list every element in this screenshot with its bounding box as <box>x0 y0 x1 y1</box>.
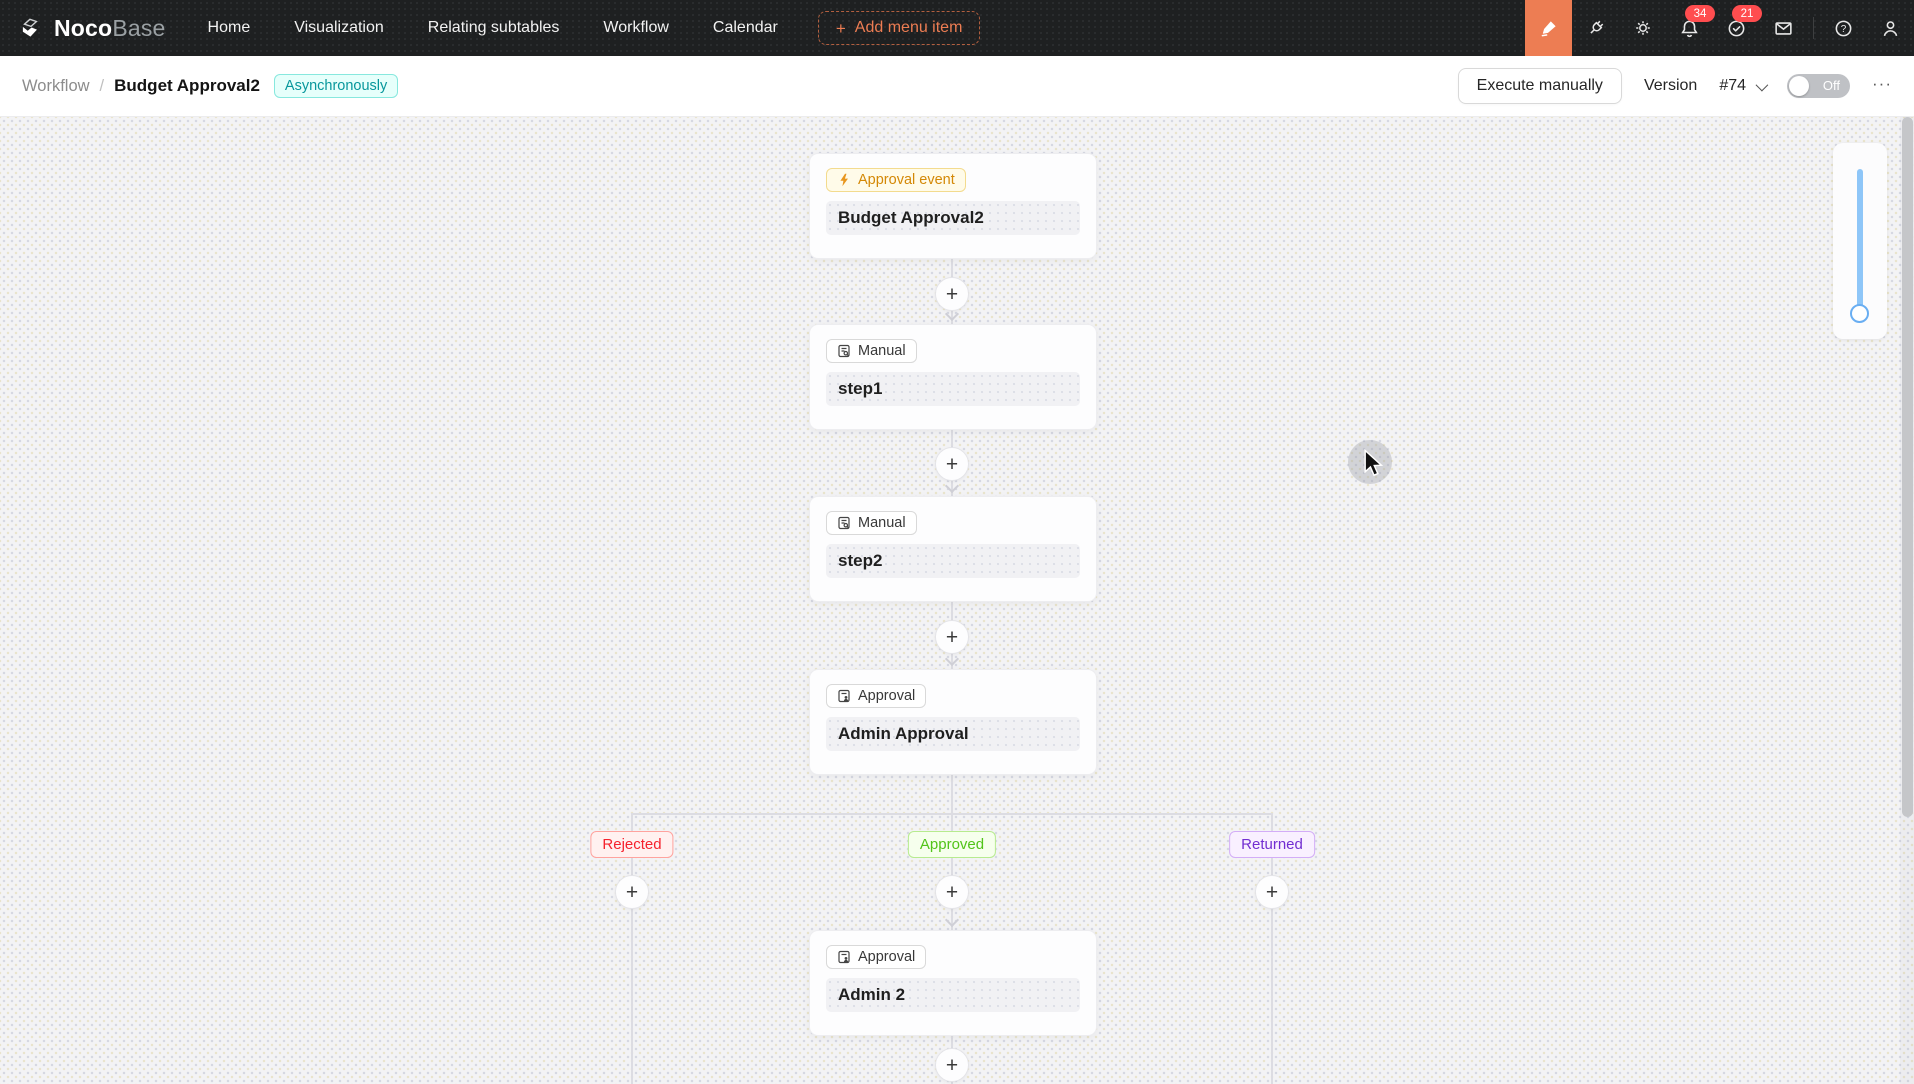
bell-icon <box>1681 20 1698 37</box>
tasks-badge: 21 <box>1732 5 1762 22</box>
logo-text: NocoBase <box>54 14 166 41</box>
notifications-badge: 34 <box>1685 5 1715 22</box>
add-node-button[interactable]: + <box>935 620 969 654</box>
settings-button[interactable] <box>1619 0 1666 56</box>
ui-editor-button[interactable] <box>1525 0 1572 56</box>
add-node-button[interactable]: + <box>935 277 969 311</box>
toggle-knob <box>1789 76 1810 96</box>
vertical-scrollbar-track <box>1900 117 1914 1084</box>
tasks-button[interactable]: 21 <box>1713 0 1762 56</box>
nav-item-visualization[interactable]: Visualization <box>294 19 384 36</box>
node-type-label: Approval <box>858 949 916 965</box>
branch-tag-approved: Approved <box>907 831 997 858</box>
add-node-button[interactable]: + <box>935 1048 969 1082</box>
version-select[interactable]: #74 <box>1719 77 1769 95</box>
approval-icon <box>838 689 850 703</box>
gear-icon <box>1635 21 1650 35</box>
notifications-button[interactable]: 34 <box>1666 0 1715 56</box>
approval-icon <box>838 950 850 964</box>
branch-line-rejected <box>631 813 633 1084</box>
manual-form-icon <box>838 516 850 530</box>
branch-line-approved <box>951 813 953 931</box>
question-circle-icon: ? <box>1835 20 1852 36</box>
page-title: Budget Approval2 <box>114 76 260 95</box>
breadcrumb-separator: / <box>99 76 105 95</box>
zoom-slider-handle[interactable] <box>1850 304 1869 323</box>
node-title: Admin 2 <box>826 978 1080 1012</box>
node-title: Budget Approval2 <box>826 201 1080 235</box>
top-navbar: NocoBase Home Visualization Relating sub… <box>0 0 1914 56</box>
navbar-divider <box>1813 17 1814 39</box>
svg-text:?: ? <box>1841 23 1847 34</box>
nocobase-logo-icon <box>22 18 38 37</box>
manual-form-icon <box>838 344 850 358</box>
arrow-down-icon <box>944 912 960 928</box>
add-node-button-rejected[interactable]: + <box>615 875 649 909</box>
branch-line-returned <box>1271 813 1273 1084</box>
breadcrumb-workflow[interactable]: Workflow <box>22 76 90 95</box>
arrow-down-icon <box>944 651 960 667</box>
mouse-cursor <box>1364 449 1384 477</box>
toggle-off-label: Off <box>1822 78 1841 93</box>
user-button[interactable] <box>1867 0 1914 56</box>
nav-item-calendar[interactable]: Calendar <box>712 19 778 36</box>
node-type-label: Manual <box>858 343 906 359</box>
connector-line <box>951 775 953 815</box>
node-type-tag: Manual <box>826 339 917 363</box>
node-type-label: Approval <box>858 688 916 704</box>
node-admin-approval[interactable]: Approval Admin Approval <box>809 669 1097 775</box>
add-node-button-returned[interactable]: + <box>1255 875 1289 909</box>
workflow-header-actions: Execute manually Version #74 Off ··· <box>1457 68 1892 104</box>
nocobase-logo[interactable]: NocoBase <box>18 15 166 42</box>
branch-tag-rejected: Rejected <box>590 831 674 858</box>
nav-menu: Home Visualization Relating subtables Wo… <box>208 19 778 37</box>
node-step1[interactable]: Manual step1 <box>809 324 1097 430</box>
add-menu-item-button[interactable]: + Add menu item <box>817 11 981 45</box>
node-title: step1 <box>826 372 1080 406</box>
node-type-tag: Manual <box>826 511 917 535</box>
node-type-label: Approval event <box>858 172 955 188</box>
node-admin-2[interactable]: Approval Admin 2 <box>809 930 1097 1036</box>
mail-icon <box>1775 21 1792 35</box>
async-mode-badge: Asynchronously <box>273 74 399 98</box>
plugin-icon <box>1589 20 1603 34</box>
vertical-scrollbar-thumb[interactable] <box>1901 117 1913 817</box>
user-icon <box>1883 20 1898 36</box>
node-title: step2 <box>826 544 1080 578</box>
node-approval-event[interactable]: Approval event Budget Approval2 <box>809 153 1097 259</box>
workflow-header: Workflow / Budget Approval2 Asynchronous… <box>0 56 1914 117</box>
node-type-label: Manual <box>858 515 906 531</box>
node-type-tag: Approval <box>826 684 927 708</box>
add-menu-item-label: Add menu item <box>854 19 963 36</box>
add-node-button-approved[interactable]: + <box>935 875 969 909</box>
enable-toggle[interactable]: Off <box>1787 74 1851 98</box>
canvas-zoom-slider[interactable] <box>1833 143 1887 339</box>
nav-item-workflow[interactable]: Workflow <box>603 19 669 36</box>
navbar-actions: 34 21 ? <box>1525 0 1914 56</box>
messages-button[interactable] <box>1760 0 1807 56</box>
execute-manually-button[interactable]: Execute manually <box>1457 68 1622 104</box>
lightning-icon <box>840 173 848 187</box>
nav-item-home[interactable]: Home <box>207 19 251 36</box>
version-label: Version <box>1643 77 1698 94</box>
plus-icon: + <box>835 18 846 38</box>
node-type-tag: Approval event <box>826 168 966 192</box>
plugin-manager-button[interactable] <box>1572 0 1619 56</box>
zoom-slider-track[interactable] <box>1857 169 1863 315</box>
node-step2[interactable]: Manual step2 <box>809 496 1097 602</box>
chevron-down-icon <box>1755 78 1769 91</box>
workflow-canvas[interactable]: Approval event Budget Approval2 + Manual… <box>0 117 1914 1084</box>
add-node-button[interactable]: + <box>935 447 969 481</box>
highlighter-icon <box>1541 20 1556 36</box>
arrow-down-icon <box>944 478 960 494</box>
node-title: Admin Approval <box>826 717 1080 751</box>
branch-tag-returned: Returned <box>1229 831 1315 858</box>
more-actions-button[interactable]: ··· <box>1872 73 1892 93</box>
help-button[interactable]: ? <box>1820 0 1867 56</box>
nav-item-relating-subtables[interactable]: Relating subtables <box>427 19 560 36</box>
version-value: #74 <box>1719 77 1747 94</box>
node-type-tag: Approval <box>826 945 927 969</box>
